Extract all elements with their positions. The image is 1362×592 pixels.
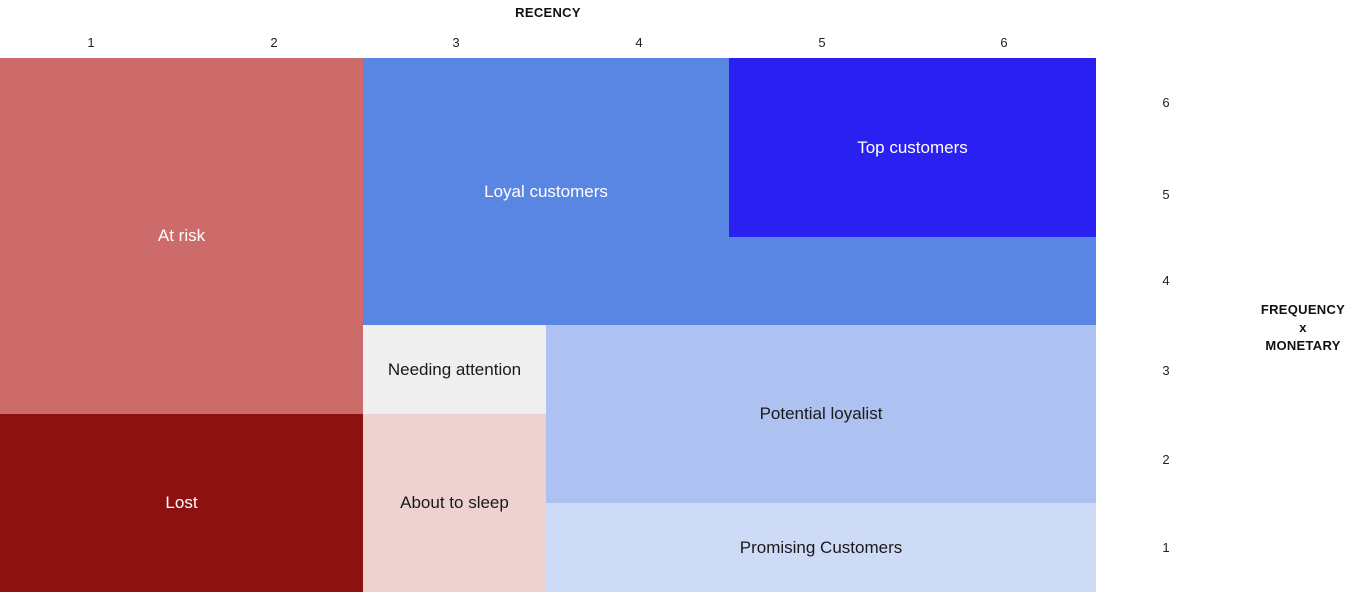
segment-at-risk: At risk <box>0 58 363 414</box>
segment-label: Lost <box>165 493 198 512</box>
y-axis-tick-3: 3 <box>1162 363 1170 378</box>
segment-label: At risk <box>157 226 206 245</box>
segment-lost: Lost <box>0 414 363 592</box>
x-axis-tick-4: 4 <box>635 35 643 50</box>
segment-label: Promising Customers <box>739 537 903 557</box>
segment-about-to-sleep: About to sleep <box>363 414 546 592</box>
segment-label: Loyal customers <box>484 181 608 201</box>
segment-label: Potential loyalist <box>759 404 883 423</box>
y-axis-tick-5: 5 <box>1162 187 1170 202</box>
y-axis-title-line-3: MONETARY <box>1265 338 1341 353</box>
x-axis-tick-5: 5 <box>818 35 826 50</box>
segment-label: About to sleep <box>400 493 509 512</box>
x-axis-title: RECENCY <box>515 5 581 20</box>
segment-top-customers: Top customers <box>729 58 1096 237</box>
y-axis-tick-2: 2 <box>1162 452 1170 467</box>
segment-potential-loyalist: Potential loyalist <box>546 325 1096 503</box>
segment-label: Top customers <box>857 137 968 157</box>
x-axis-tick-1: 1 <box>87 35 95 50</box>
x-axis-tick-6: 6 <box>1000 35 1008 50</box>
y-axis-tick-1: 1 <box>1162 540 1170 555</box>
segment-needing-attention: Needing attention <box>363 325 546 414</box>
segment-label: Needing attention <box>387 359 522 379</box>
y-axis-tick-4: 4 <box>1162 273 1170 288</box>
segment-promising-customers: Promising Customers <box>546 503 1096 592</box>
y-axis-title-line-2: x <box>1299 320 1307 335</box>
y-axis-tick-6: 6 <box>1162 95 1170 110</box>
y-axis-title-line-1: FREQUENCY <box>1260 302 1346 317</box>
y-axis-title: FREQUENCY x MONETARY <box>1238 301 1362 355</box>
x-axis-tick-2: 2 <box>270 35 278 50</box>
x-axis-tick-3: 3 <box>452 35 460 50</box>
